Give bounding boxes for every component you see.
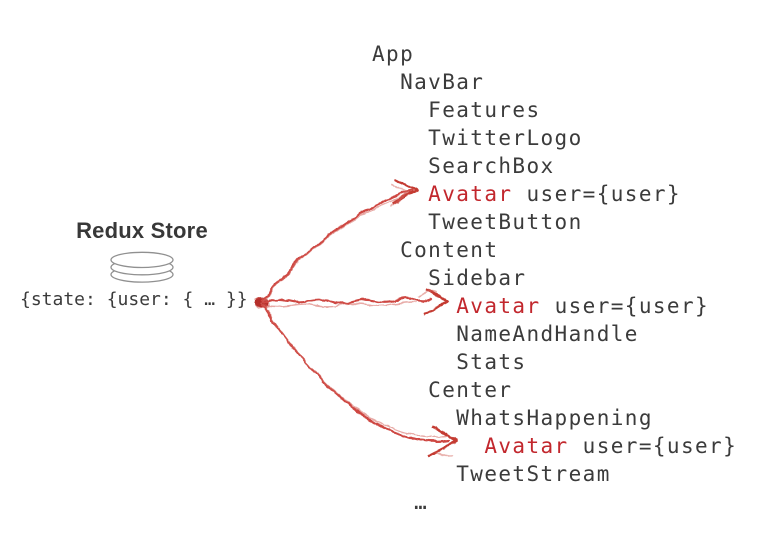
component-name: TweetButton: [372, 210, 583, 234]
tree-node-ellipsis: …: [372, 488, 737, 516]
component-name: Stats: [372, 350, 527, 374]
component-name: TwitterLogo: [372, 126, 583, 150]
tree-node-app: App: [372, 40, 737, 68]
tree-node-avatar: Avatar user={user}: [372, 432, 737, 460]
tree-node-avatar: Avatar user={user}: [372, 292, 737, 320]
tree-node-sidebar: Sidebar: [372, 264, 737, 292]
component-name: NameAndHandle: [372, 322, 639, 346]
tree-node-tweetstream: TweetStream: [372, 460, 737, 488]
component-name: Center: [372, 378, 513, 402]
component-name: TweetStream: [372, 462, 611, 486]
component-name: Avatar: [372, 182, 513, 206]
component-name: …: [372, 490, 429, 514]
component-props: user={user}: [540, 294, 710, 318]
tree-node-avatar: Avatar user={user}: [372, 180, 737, 208]
component-props: user={user}: [512, 182, 681, 206]
tree-node-tweetbutton: TweetButton: [372, 208, 737, 236]
store-state-text: {state: {user: { … }}: [20, 289, 248, 310]
component-name: Sidebar: [372, 266, 527, 290]
component-name: Features: [372, 98, 541, 122]
redux-store-title: Redux Store: [76, 218, 208, 243]
tree-node-searchbox: SearchBox: [372, 152, 737, 180]
component-name: NavBar: [372, 70, 485, 94]
tree-node-nameandhandle: NameAndHandle: [372, 320, 737, 348]
component-props: user={user}: [568, 434, 738, 458]
component-name: Content: [372, 238, 499, 262]
component-name: SearchBox: [372, 154, 555, 178]
component-name: Avatar: [372, 434, 569, 458]
database-icon: [110, 251, 174, 283]
component-name: WhatsHappening: [372, 406, 653, 430]
component-name: Avatar: [372, 294, 541, 318]
tree-node-features: Features: [372, 96, 737, 124]
component-tree: App NavBar Features TwitterLogo SearchBo…: [372, 40, 737, 516]
redux-store-block: Redux Store {state: {user: { … }}: [20, 220, 264, 310]
tree-node-whatshappening: WhatsHappening: [372, 404, 737, 432]
tree-node-center: Center: [372, 376, 737, 404]
tree-node-content: Content: [372, 236, 737, 264]
tree-node-twitterlogo: TwitterLogo: [372, 124, 737, 152]
tree-node-navbar: NavBar: [372, 68, 737, 96]
tree-node-stats: Stats: [372, 348, 737, 376]
component-name: App: [372, 42, 415, 66]
